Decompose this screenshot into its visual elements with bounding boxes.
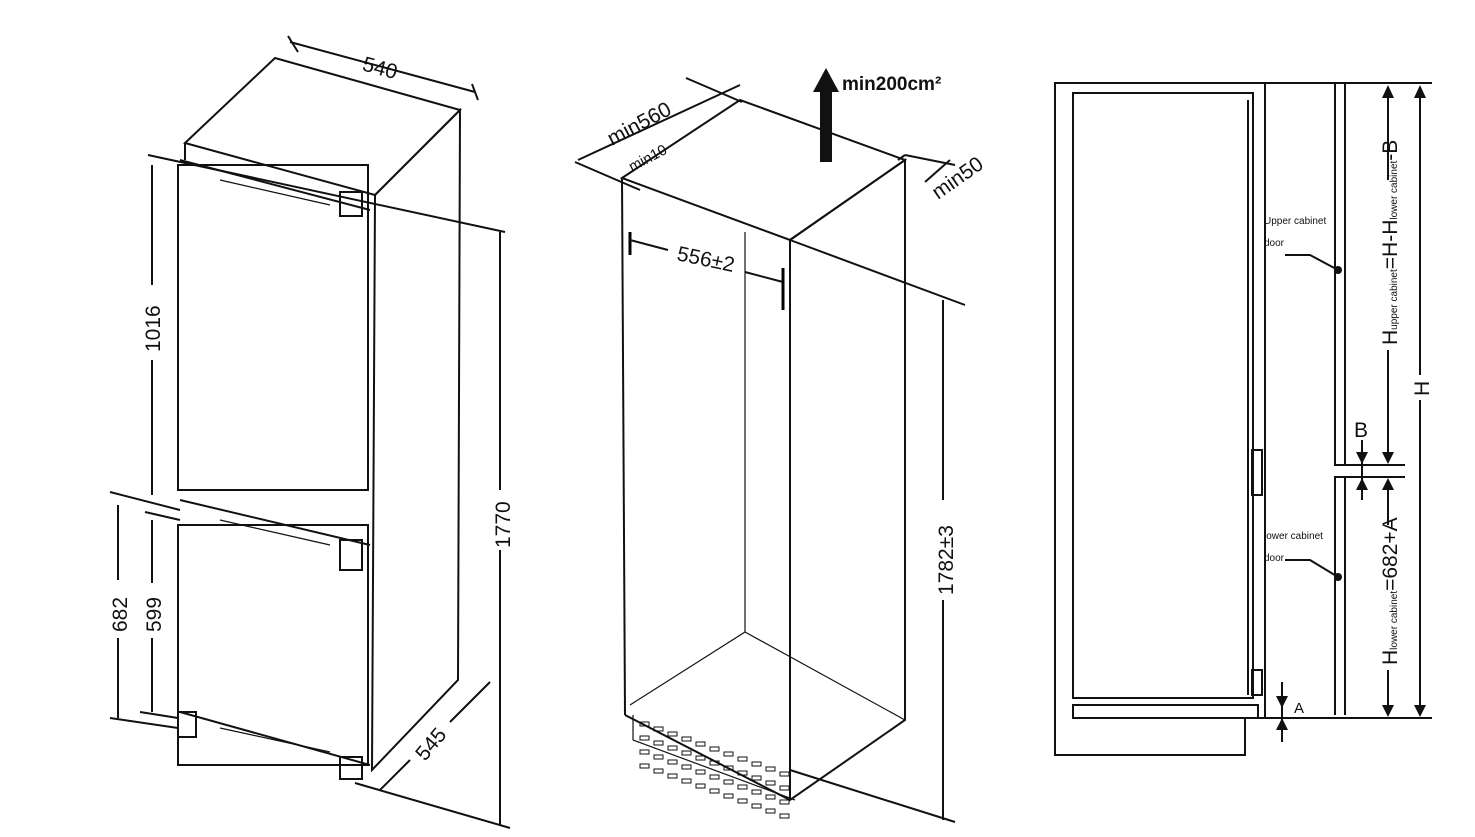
upper-formula-label: Hupper cabinet=H-Hlower cabinet-B <box>1379 140 1402 345</box>
vent-slot <box>639 749 650 755</box>
vent-slot <box>695 741 706 747</box>
fridge-side <box>370 107 462 773</box>
vent-slot <box>667 731 678 737</box>
cabinet-side <box>789 158 906 802</box>
depth-545-label: 545 <box>411 724 451 766</box>
vent-slot <box>737 798 748 804</box>
total-h-label: H <box>1411 381 1434 396</box>
upper-door-marker <box>1334 266 1342 274</box>
height-1770-label: 1770 <box>492 501 515 548</box>
vent-slot <box>765 780 776 786</box>
vent-slot <box>681 750 692 756</box>
vent-slot <box>667 759 678 765</box>
cabinet-dimensions: min560 min10 min200cm² min50 556±2 1782±… <box>574 68 988 823</box>
vent-slot <box>681 764 692 770</box>
upper-door-label-1: Upper cabinet <box>1264 216 1326 227</box>
vent-slot <box>681 778 692 784</box>
vent-slot <box>765 794 776 800</box>
vent-slot <box>709 774 720 780</box>
vent-slot <box>695 755 706 761</box>
upper-door-label-2: door <box>1264 238 1285 249</box>
vent-slot <box>681 736 692 742</box>
gap-a-label: A <box>1294 700 1304 717</box>
fridge-dimensions: 540 1016 682 599 1770 545 <box>109 35 515 829</box>
upper-door <box>177 164 369 491</box>
vent-slot <box>695 783 706 789</box>
vent-slot <box>653 726 664 732</box>
vent-slot <box>751 775 762 781</box>
rear-min50-label: min50 <box>928 152 988 204</box>
lower-door-label-1: lower cabinet <box>1264 531 1323 542</box>
vent-slot <box>779 799 790 805</box>
vent-slot <box>709 746 720 752</box>
vent-slot <box>779 771 790 777</box>
vent-slot <box>695 769 706 775</box>
vent-slot <box>709 760 720 766</box>
lower-formula-label: Hlower cabinet=682+A <box>1379 517 1402 665</box>
vent-slot <box>667 773 678 779</box>
vent-arrow-shaft <box>820 90 832 162</box>
vent-grille <box>639 721 790 819</box>
vent-slot <box>779 785 790 791</box>
niche-height-1782-label: 1782±3 <box>935 525 958 595</box>
vent-slot <box>723 793 734 799</box>
fridge-drawing <box>177 56 462 780</box>
vent-slot <box>751 761 762 767</box>
side-view-dimensions: Hupper cabinet=H-Hlower cabinet-B Hlower… <box>1276 85 1434 742</box>
vent-slot <box>653 740 664 746</box>
vent-slot <box>765 808 776 814</box>
lower-door-599-label: 599 <box>143 597 166 632</box>
lower-door <box>177 524 369 766</box>
vent-slot <box>737 784 748 790</box>
vent-slot <box>723 779 734 785</box>
vent-slot <box>653 754 664 760</box>
gap-b-label: B <box>1354 419 1368 442</box>
vent-slot <box>779 813 790 819</box>
vent-slot <box>751 789 762 795</box>
vent-slot <box>639 763 650 769</box>
vent-slot <box>737 770 748 776</box>
vent-min200-label: min200cm² <box>842 74 941 95</box>
upper-door-1016-label: 1016 <box>142 305 165 352</box>
side-view-drawing: Upper cabinet door lower cabinet door <box>1054 82 1432 756</box>
inner-width-556-label: 556±2 <box>675 242 737 277</box>
cabinet-drawing <box>619 98 908 819</box>
lower-682-label: 682 <box>109 597 132 632</box>
vent-slot <box>765 766 776 772</box>
depth-min560-label: min560 <box>604 98 676 151</box>
vent-slot <box>737 756 748 762</box>
vent-slot <box>639 735 650 741</box>
vent-slot <box>751 803 762 809</box>
vent-slot <box>639 721 650 727</box>
lower-door-label-2: door <box>1264 553 1285 564</box>
vent-slot <box>723 765 734 771</box>
vent-slot <box>709 788 720 794</box>
vent-slot <box>667 745 678 751</box>
width-540-label: 540 <box>360 53 400 84</box>
vent-slot <box>723 751 734 757</box>
gap-min10-label: min10 <box>626 141 670 175</box>
vent-slot <box>653 768 664 774</box>
vent-arrow-icon <box>813 68 839 92</box>
fridge-top <box>183 56 462 197</box>
lower-door-marker <box>1334 573 1342 581</box>
